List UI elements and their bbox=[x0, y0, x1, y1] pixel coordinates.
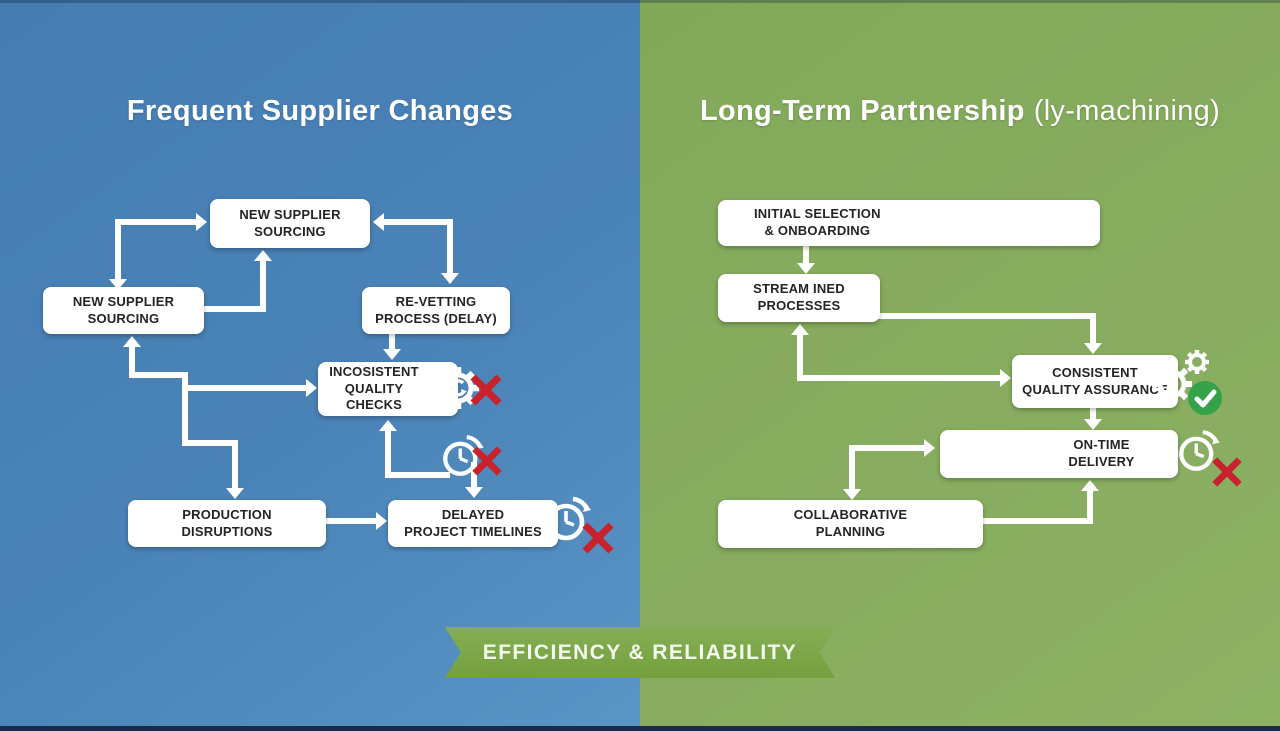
flow-line bbox=[980, 518, 1093, 524]
flow-line bbox=[849, 445, 924, 451]
arrowhead bbox=[1084, 419, 1102, 430]
flow-line bbox=[1090, 313, 1096, 344]
node-on-time-delivery: ON-TIME DELIVERY bbox=[940, 430, 1178, 478]
flow-line bbox=[1090, 408, 1096, 420]
arrowhead bbox=[379, 420, 397, 431]
left-panel-title: Frequent Supplier Changes bbox=[0, 95, 640, 128]
flow-line bbox=[849, 445, 855, 490]
check-circle-icon bbox=[1188, 381, 1222, 415]
right-title-text: Long-Term Partnership bbox=[699, 95, 1025, 127]
flow-line bbox=[204, 306, 266, 312]
flow-line bbox=[797, 334, 803, 381]
efficiency-reliability-ribbon: EFFICIENCY & RELIABILITY bbox=[445, 627, 835, 678]
arrowhead bbox=[376, 512, 387, 530]
red-x-icon bbox=[470, 374, 502, 406]
top-edge-strip bbox=[0, 0, 1280, 3]
arrowhead bbox=[109, 279, 127, 290]
red-x-icon bbox=[472, 446, 502, 476]
node-consistent-quality-assurance: CONSISTENT QUALITY ASSURANCE bbox=[1012, 355, 1178, 408]
flow-line bbox=[803, 246, 809, 264]
node-streamlined-processes: STREAM INED PROCESSES bbox=[718, 274, 880, 322]
node-new-supplier-sourcing-left: NEW SUPPLIER SOURCING bbox=[43, 287, 204, 334]
flow-line bbox=[1087, 490, 1093, 524]
clock-delay-icon bbox=[443, 435, 484, 476]
flow-line bbox=[182, 372, 188, 446]
node-initial-selection-onboarding: INITIAL SELECTION & ONBOARDING bbox=[718, 200, 1100, 246]
ribbon-label: EFFICIENCY & RELIABILITY bbox=[482, 640, 798, 664]
flow-line bbox=[232, 440, 238, 489]
red-x-icon bbox=[1212, 457, 1242, 487]
clock-delay-icon bbox=[1179, 430, 1220, 471]
flow-line bbox=[797, 375, 1000, 381]
flow-line bbox=[385, 430, 391, 478]
arrowhead bbox=[254, 250, 272, 261]
right-title-suffix: (ly-machining) bbox=[1033, 95, 1221, 127]
node-collaborative-planning: COLLABORATIVE PLANNING bbox=[718, 500, 983, 548]
arrowhead bbox=[383, 349, 401, 360]
arrowhead bbox=[843, 489, 861, 500]
flow-line bbox=[326, 518, 376, 524]
flow-line bbox=[384, 219, 453, 225]
arrowhead bbox=[306, 379, 317, 397]
flow-line bbox=[389, 334, 395, 350]
flow-line bbox=[129, 372, 188, 378]
arrowhead bbox=[123, 336, 141, 347]
flow-line bbox=[877, 313, 1096, 319]
arrowhead bbox=[791, 324, 809, 335]
gears-icon bbox=[1152, 350, 1209, 404]
bottom-edge-strip bbox=[0, 726, 1280, 731]
arrowhead bbox=[797, 263, 815, 274]
node-revetting-process: RE-VETTING PROCESS (DELAY) bbox=[362, 287, 510, 334]
arrowhead bbox=[1084, 343, 1102, 354]
right-panel-title: Long-Term Partnership(ly-machining) bbox=[640, 95, 1280, 128]
node-new-supplier-sourcing-top: NEW SUPPLIER SOURCING bbox=[210, 199, 370, 248]
arrowhead bbox=[924, 439, 935, 457]
flow-line bbox=[115, 219, 196, 225]
arrowhead bbox=[196, 213, 207, 231]
red-x-icon bbox=[582, 522, 614, 554]
flow-line bbox=[115, 222, 121, 280]
flow-line bbox=[447, 219, 453, 273]
flow-line bbox=[260, 260, 266, 312]
flow-line bbox=[471, 462, 477, 488]
arrowhead bbox=[373, 213, 384, 231]
flow-line bbox=[129, 346, 135, 378]
flow-line bbox=[185, 385, 306, 391]
arrowhead bbox=[1000, 369, 1011, 387]
arrowhead bbox=[441, 273, 459, 284]
left-title-text: Frequent Supplier Changes bbox=[126, 95, 514, 127]
arrowhead bbox=[226, 488, 244, 499]
flow-line bbox=[385, 472, 450, 478]
node-production-disruptions: PRODUCTION DISRUPTIONS bbox=[128, 500, 326, 547]
arrowhead bbox=[465, 487, 483, 498]
node-delayed-project-timelines: DELAYED PROJECT TIMELINES bbox=[388, 500, 558, 547]
clock-delay-icon bbox=[547, 496, 591, 541]
flow-line bbox=[182, 440, 238, 446]
arrowhead bbox=[1081, 480, 1099, 491]
node-inconsistent-quality-checks: INCOSISTENT QUALITY CHECKS bbox=[318, 362, 458, 416]
